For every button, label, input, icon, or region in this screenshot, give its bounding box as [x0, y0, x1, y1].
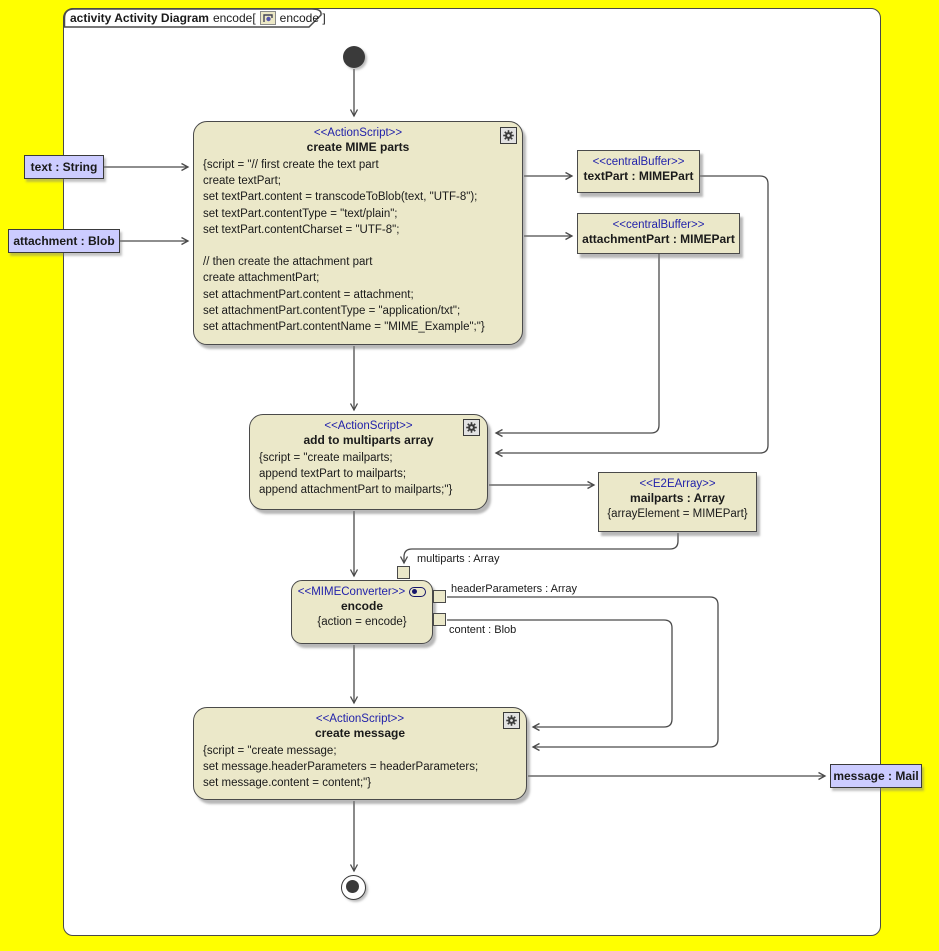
action-encode[interactable]: <<MIMEConverter>> encode {action = encod… [291, 580, 433, 644]
activity-diagram-icon [259, 10, 276, 25]
gear-icon[interactable] [463, 419, 480, 436]
datastore-mailparts-array[interactable]: <<E2EArray>> mailparts : Array {arrayEle… [598, 472, 757, 532]
activity-final-node[interactable] [341, 875, 366, 900]
stereotype-label: <<ActionScript>> [324, 420, 413, 432]
stereotype-label: <<ActionScript>> [315, 713, 405, 725]
object-node-message-mail[interactable]: message : Mail [830, 764, 922, 788]
frame-title-keyword: activity Activity Diagram [70, 10, 209, 25]
frame-title-mid: encode[ [212, 10, 256, 25]
gear-icon[interactable] [503, 712, 520, 729]
action-name: create MIME parts [306, 140, 410, 154]
stereotype-label: <<ActionScript>> [313, 127, 403, 139]
pin-label-content: content : Blob [449, 624, 517, 636]
node-property: {arrayElement = MIMEPart} [607, 508, 748, 520]
input-pin-multiparts[interactable] [397, 566, 410, 579]
buffer-name: attachmentPart : MIMEPart [582, 232, 735, 246]
action-property: {action = encode} [317, 616, 407, 628]
action-script-text: {script = "create mailparts; append text… [259, 452, 453, 497]
frame-title-end: encode ] [279, 10, 326, 25]
node-name: mailparts : Array [630, 491, 725, 505]
action-script-text: {script = "// first create the text part… [203, 159, 485, 334]
converter-icon [409, 587, 427, 597]
action-add-to-multiparts-array[interactable]: <<ActionScript>> add to multiparts array… [249, 414, 488, 510]
pin-label-headerparameters: headerParameters : Array [451, 583, 577, 595]
initial-node[interactable] [343, 46, 365, 68]
output-pin-headerparameters[interactable] [433, 590, 446, 603]
gear-icon[interactable] [500, 127, 517, 144]
output-pin-content[interactable] [433, 613, 446, 626]
stereotype-label: <<centralBuffer>> [592, 156, 685, 168]
action-script-text: {script = "create message; set message.h… [203, 745, 479, 790]
frame-title: activity Activity Diagram encode[ encode… [70, 9, 326, 26]
action-name: encode [340, 599, 383, 613]
object-label: attachment : Blob [13, 234, 115, 248]
buffer-name: textPart : MIMEPart [583, 169, 694, 183]
action-create-mime-parts[interactable]: <<ActionScript>> create MIME parts {scri… [193, 121, 523, 345]
action-name: add to multiparts array [303, 433, 434, 447]
action-name: create message [314, 726, 406, 740]
central-buffer-textpart[interactable]: <<centralBuffer>> textPart : MIMEPart [577, 150, 700, 193]
object-label: text : String [30, 160, 98, 174]
object-label: message : Mail [833, 769, 919, 783]
stereotype-label: <<MIMEConverter>> [297, 586, 406, 598]
pin-label-multiparts: multiparts : Array [417, 553, 500, 565]
stereotype-label: <<centralBuffer>> [612, 219, 705, 231]
object-node-text-string[interactable]: text : String [24, 155, 104, 179]
stereotype-label: <<E2EArray>> [639, 478, 716, 490]
object-node-attachment-blob[interactable]: attachment : Blob [8, 229, 120, 253]
central-buffer-attachmentpart[interactable]: <<centralBuffer>> attachmentPart : MIMEP… [577, 213, 740, 254]
action-create-message[interactable]: <<ActionScript>> create message {script … [193, 707, 527, 800]
